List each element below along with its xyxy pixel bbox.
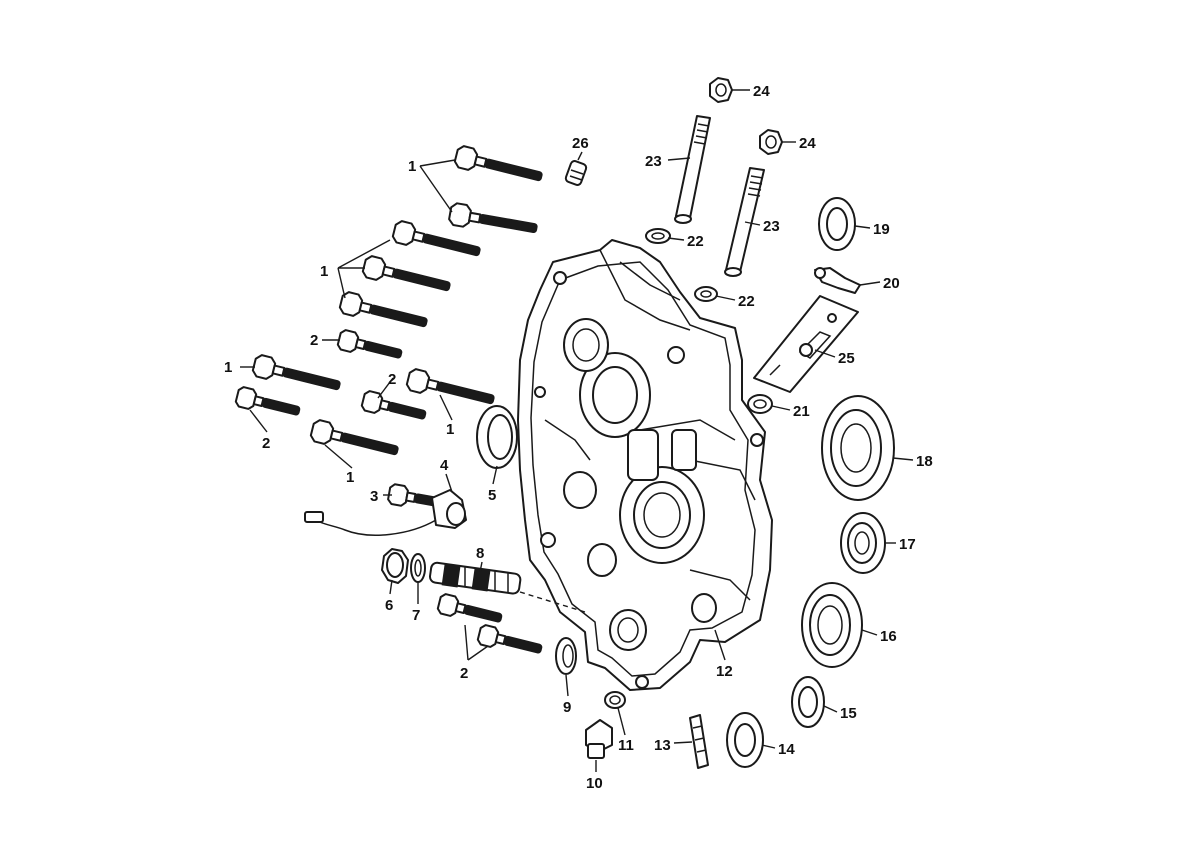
callout-24-a: 24 <box>753 83 770 100</box>
callout-6: 6 <box>385 597 393 614</box>
callout-22-a: 22 <box>687 233 704 250</box>
assembly-line <box>519 591 586 613</box>
dowel-26 <box>564 160 588 186</box>
bolt-1f <box>250 352 344 398</box>
bearing-17 <box>840 512 886 574</box>
bolt-2e <box>475 623 545 661</box>
bearing-16 <box>801 582 863 668</box>
callout-8: 8 <box>476 545 484 562</box>
bolt-1g <box>404 366 498 412</box>
sensor-with-wire <box>304 489 467 536</box>
callout-2-b: 2 <box>262 435 270 452</box>
crankcase-half <box>517 239 773 691</box>
washer-22-a <box>645 228 671 244</box>
callout-7: 7 <box>412 607 420 624</box>
nut-24-a <box>709 77 733 103</box>
bearing-18 <box>821 395 895 501</box>
callout-1-c: 1 <box>224 359 232 376</box>
shift-rod-25 <box>753 295 859 393</box>
callout-1-e: 1 <box>346 469 354 486</box>
bolt-1b <box>447 201 540 241</box>
washer-21 <box>747 394 773 414</box>
callout-24-b: 24 <box>799 135 816 152</box>
callout-25: 25 <box>838 350 855 367</box>
seal-19 <box>818 197 856 251</box>
bolt-2a <box>335 328 405 366</box>
oil-seal-5 <box>476 405 518 469</box>
callout-12: 12 <box>716 663 733 680</box>
pin-13 <box>689 714 709 769</box>
callout-23-a: 23 <box>645 153 662 170</box>
callout-9: 9 <box>563 699 571 716</box>
callout-26: 26 <box>572 135 589 152</box>
stud-23-a <box>674 115 711 224</box>
callout-14: 14 <box>778 741 795 758</box>
bolt-1a <box>452 143 546 189</box>
callout-labels: 1 1 2 1 2 2 1 1 3 4 5 6 7 8 2 9 10 11 12… <box>224 83 933 792</box>
bolt-1c <box>390 218 484 264</box>
callout-18: 18 <box>916 453 933 470</box>
bolt-2d <box>435 592 505 630</box>
callout-1-b: 1 <box>320 263 328 280</box>
callout-2-c: 2 <box>388 371 396 388</box>
callout-20: 20 <box>883 275 900 292</box>
nut-24-b <box>759 129 783 155</box>
bolt-2b <box>233 385 303 423</box>
callout-1-d: 1 <box>446 421 454 438</box>
washer-22-b <box>694 286 718 302</box>
neutral-switch <box>585 691 626 759</box>
callout-22-b: 22 <box>738 293 755 310</box>
stud-23-b <box>724 167 765 277</box>
bolt-1d <box>360 253 454 299</box>
callout-3: 3 <box>370 488 378 505</box>
callout-2-d: 2 <box>460 665 468 682</box>
clip-20 <box>814 267 861 294</box>
callout-17: 17 <box>899 536 916 553</box>
callout-21: 21 <box>793 403 810 420</box>
callout-13: 13 <box>654 737 671 754</box>
callout-15: 15 <box>840 705 857 722</box>
callout-19: 19 <box>873 221 890 238</box>
seal-14 <box>726 712 764 768</box>
leader-lines <box>240 89 914 772</box>
callout-23-b: 23 <box>763 218 780 235</box>
callout-10: 10 <box>586 775 603 792</box>
oil-seal-9 <box>555 637 577 675</box>
callout-2-a: 2 <box>310 332 318 349</box>
bolt-2c <box>359 389 429 427</box>
drain-plug-assembly <box>381 548 522 595</box>
seal-15 <box>791 676 825 728</box>
bolt-1h <box>308 417 402 463</box>
callout-16: 16 <box>880 628 897 645</box>
bolt-1e <box>337 289 431 335</box>
callout-4: 4 <box>440 457 449 474</box>
callout-5: 5 <box>488 487 496 504</box>
callout-1-a: 1 <box>408 158 416 175</box>
callout-11: 11 <box>618 737 634 754</box>
